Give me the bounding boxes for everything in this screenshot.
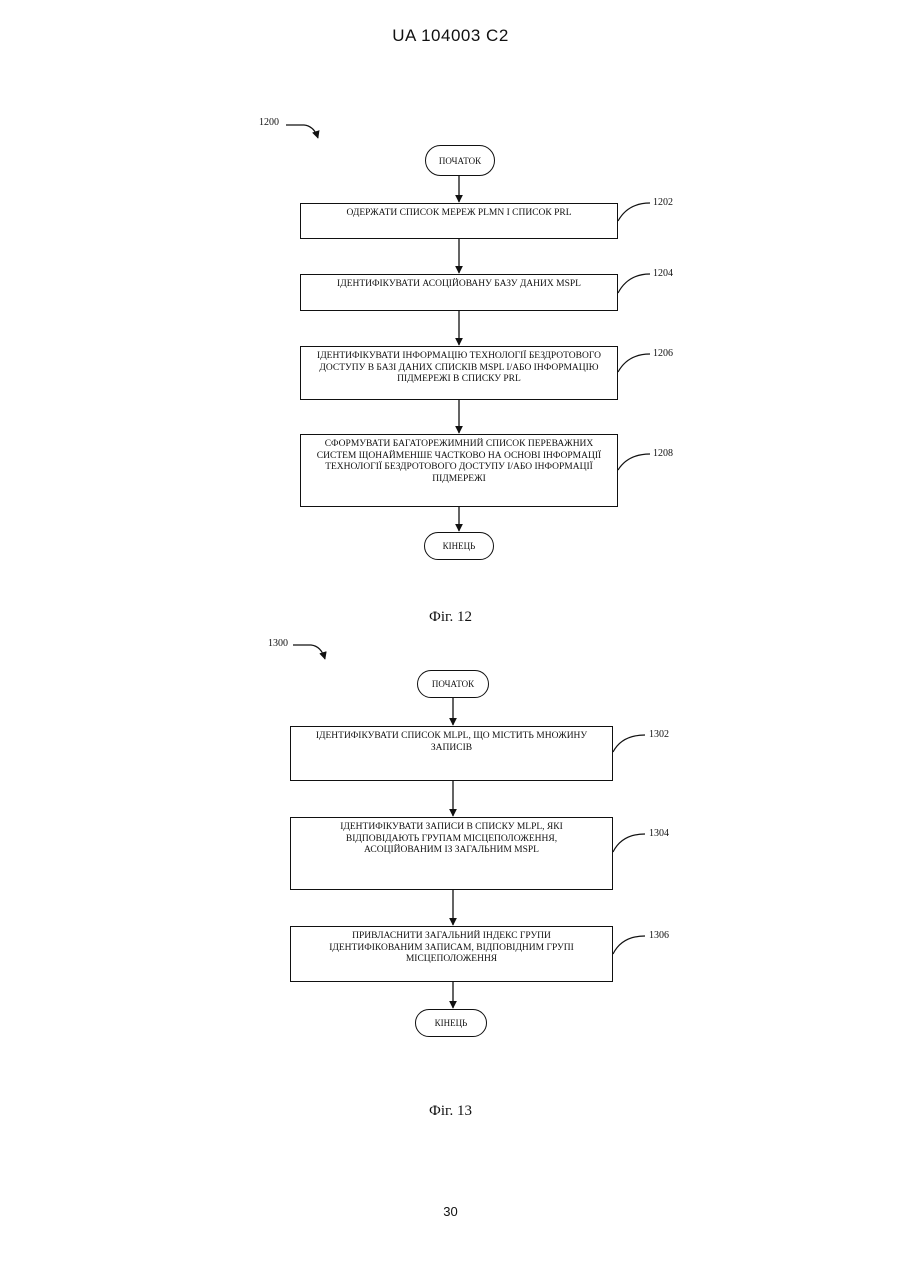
- step-1306-line: МІСЦЕПОЛОЖЕННЯ: [299, 954, 604, 966]
- page-number: 30: [0, 1204, 901, 1219]
- step-1302-box: ІДЕНТИФІКУВАТИ СПИСОК MLPL, ЩО МІСТИТЬ М…: [290, 726, 613, 781]
- step-1302-line: ІДЕНТИФІКУВАТИ СПИСОК MLPL, ЩО МІСТИТЬ М…: [299, 731, 604, 743]
- step-1306-line: ПРИВЛАСНИТИ ЗАГАЛЬНИЙ ІНДЕКС ГРУПИ: [299, 931, 604, 943]
- step-1208-line: СФОРМУВАТИ БАГАТОРЕЖИМНИЙ СПИСОК ПЕРЕВАЖ…: [309, 439, 609, 451]
- step-1302-ref: 1302: [649, 729, 669, 740]
- step-1208-line: ТЕХНОЛОГІЇ БЕЗДРОТОВОГО ДОСТУПУ І/АБО ІН…: [309, 462, 609, 474]
- step-1208-box: СФОРМУВАТИ БАГАТОРЕЖИМНИЙ СПИСОК ПЕРЕВАЖ…: [300, 434, 618, 507]
- leader-1306: [613, 936, 645, 954]
- step-1202-ref: 1202: [653, 197, 673, 208]
- step-1302-line: ЗАПИСІВ: [299, 743, 604, 755]
- step-1206-line: ІДЕНТИФІКУВАТИ ІНФОРМАЦІЮ ТЕХНОЛОГІЇ БЕЗ…: [309, 351, 609, 363]
- step-1202-line: ОДЕРЖАТИ СПИСОК МЕРЕЖ PLMN І СПИСОК PRL: [309, 208, 609, 220]
- leader-1204: [618, 274, 650, 293]
- step-1304-ref: 1304: [649, 828, 669, 839]
- leader-1200-arrow: [286, 125, 318, 138]
- step-1204-box: ІДЕНТИФІКУВАТИ АСОЦІЙОВАНУ БАЗУ ДАНИХ MS…: [300, 274, 618, 311]
- step-1306-ref: 1306: [649, 930, 669, 941]
- figure-12-caption: Фіг. 12: [0, 609, 901, 626]
- start-terminal-fig12: ПОЧАТОК: [425, 145, 495, 176]
- step-1206-ref: 1206: [653, 348, 673, 359]
- leader-1206: [618, 354, 650, 372]
- leader-1202: [618, 203, 650, 221]
- step-1208-ref: 1208: [653, 448, 673, 459]
- end-terminal-fig13: КІНЕЦЬ: [415, 1009, 487, 1037]
- leader-1208: [618, 454, 650, 470]
- figure-13-caption: Фіг. 13: [0, 1103, 901, 1120]
- leader-1304: [613, 834, 645, 852]
- step-1206-box: ІДЕНТИФІКУВАТИ ІНФОРМАЦІЮ ТЕХНОЛОГІЇ БЕЗ…: [300, 346, 618, 400]
- step-1304-box: ІДЕНТИФІКУВАТИ ЗАПИСИ В СПИСКУ MLPL, ЯКІ…: [290, 817, 613, 890]
- step-1304-line: ВІДПОВІДАЮТЬ ГРУПАМ МІСЦЕПОЛОЖЕННЯ,: [299, 834, 604, 846]
- step-1306-box: ПРИВЛАСНИТИ ЗАГАЛЬНИЙ ІНДЕКС ГРУПИ ІДЕНТ…: [290, 926, 613, 982]
- step-1204-ref: 1204: [653, 268, 673, 279]
- step-1206-line: ПІДМЕРЕЖІ В СПИСКУ PRL: [309, 374, 609, 386]
- start-terminal-fig13: ПОЧАТОК: [417, 670, 489, 698]
- step-1206-line: ДОСТУПУ В БАЗІ ДАНИХ СПИСКІВ MSPL І/АБО …: [309, 363, 609, 375]
- step-1304-line: ІДЕНТИФІКУВАТИ ЗАПИСИ В СПИСКУ MLPL, ЯКІ: [299, 822, 604, 834]
- figure-13-reference: 1300: [268, 638, 288, 649]
- step-1208-line: СИСТЕМ ЩОНАЙМЕНШЕ ЧАСТКОВО НА ОСНОВІ ІНФ…: [309, 451, 609, 463]
- leader-1300-arrow: [293, 645, 325, 659]
- leader-1302: [613, 735, 645, 752]
- step-1202-box: ОДЕРЖАТИ СПИСОК МЕРЕЖ PLMN І СПИСОК PRL: [300, 203, 618, 239]
- step-1304-line: АСОЦІЙОВАНИМ ІЗ ЗАГАЛЬНИМ MSPL: [299, 845, 604, 857]
- step-1204-line: ІДЕНТИФІКУВАТИ АСОЦІЙОВАНУ БАЗУ ДАНИХ MS…: [309, 279, 609, 291]
- end-terminal-fig12: КІНЕЦЬ: [424, 532, 494, 560]
- step-1208-line: ПІДМЕРЕЖІ: [309, 474, 609, 486]
- step-1306-line: ІДЕНТИФІКОВАНИМ ЗАПИСАМ, ВІДПОВІДНИМ ГРУ…: [299, 943, 604, 955]
- figure-12-reference: 1200: [259, 117, 279, 128]
